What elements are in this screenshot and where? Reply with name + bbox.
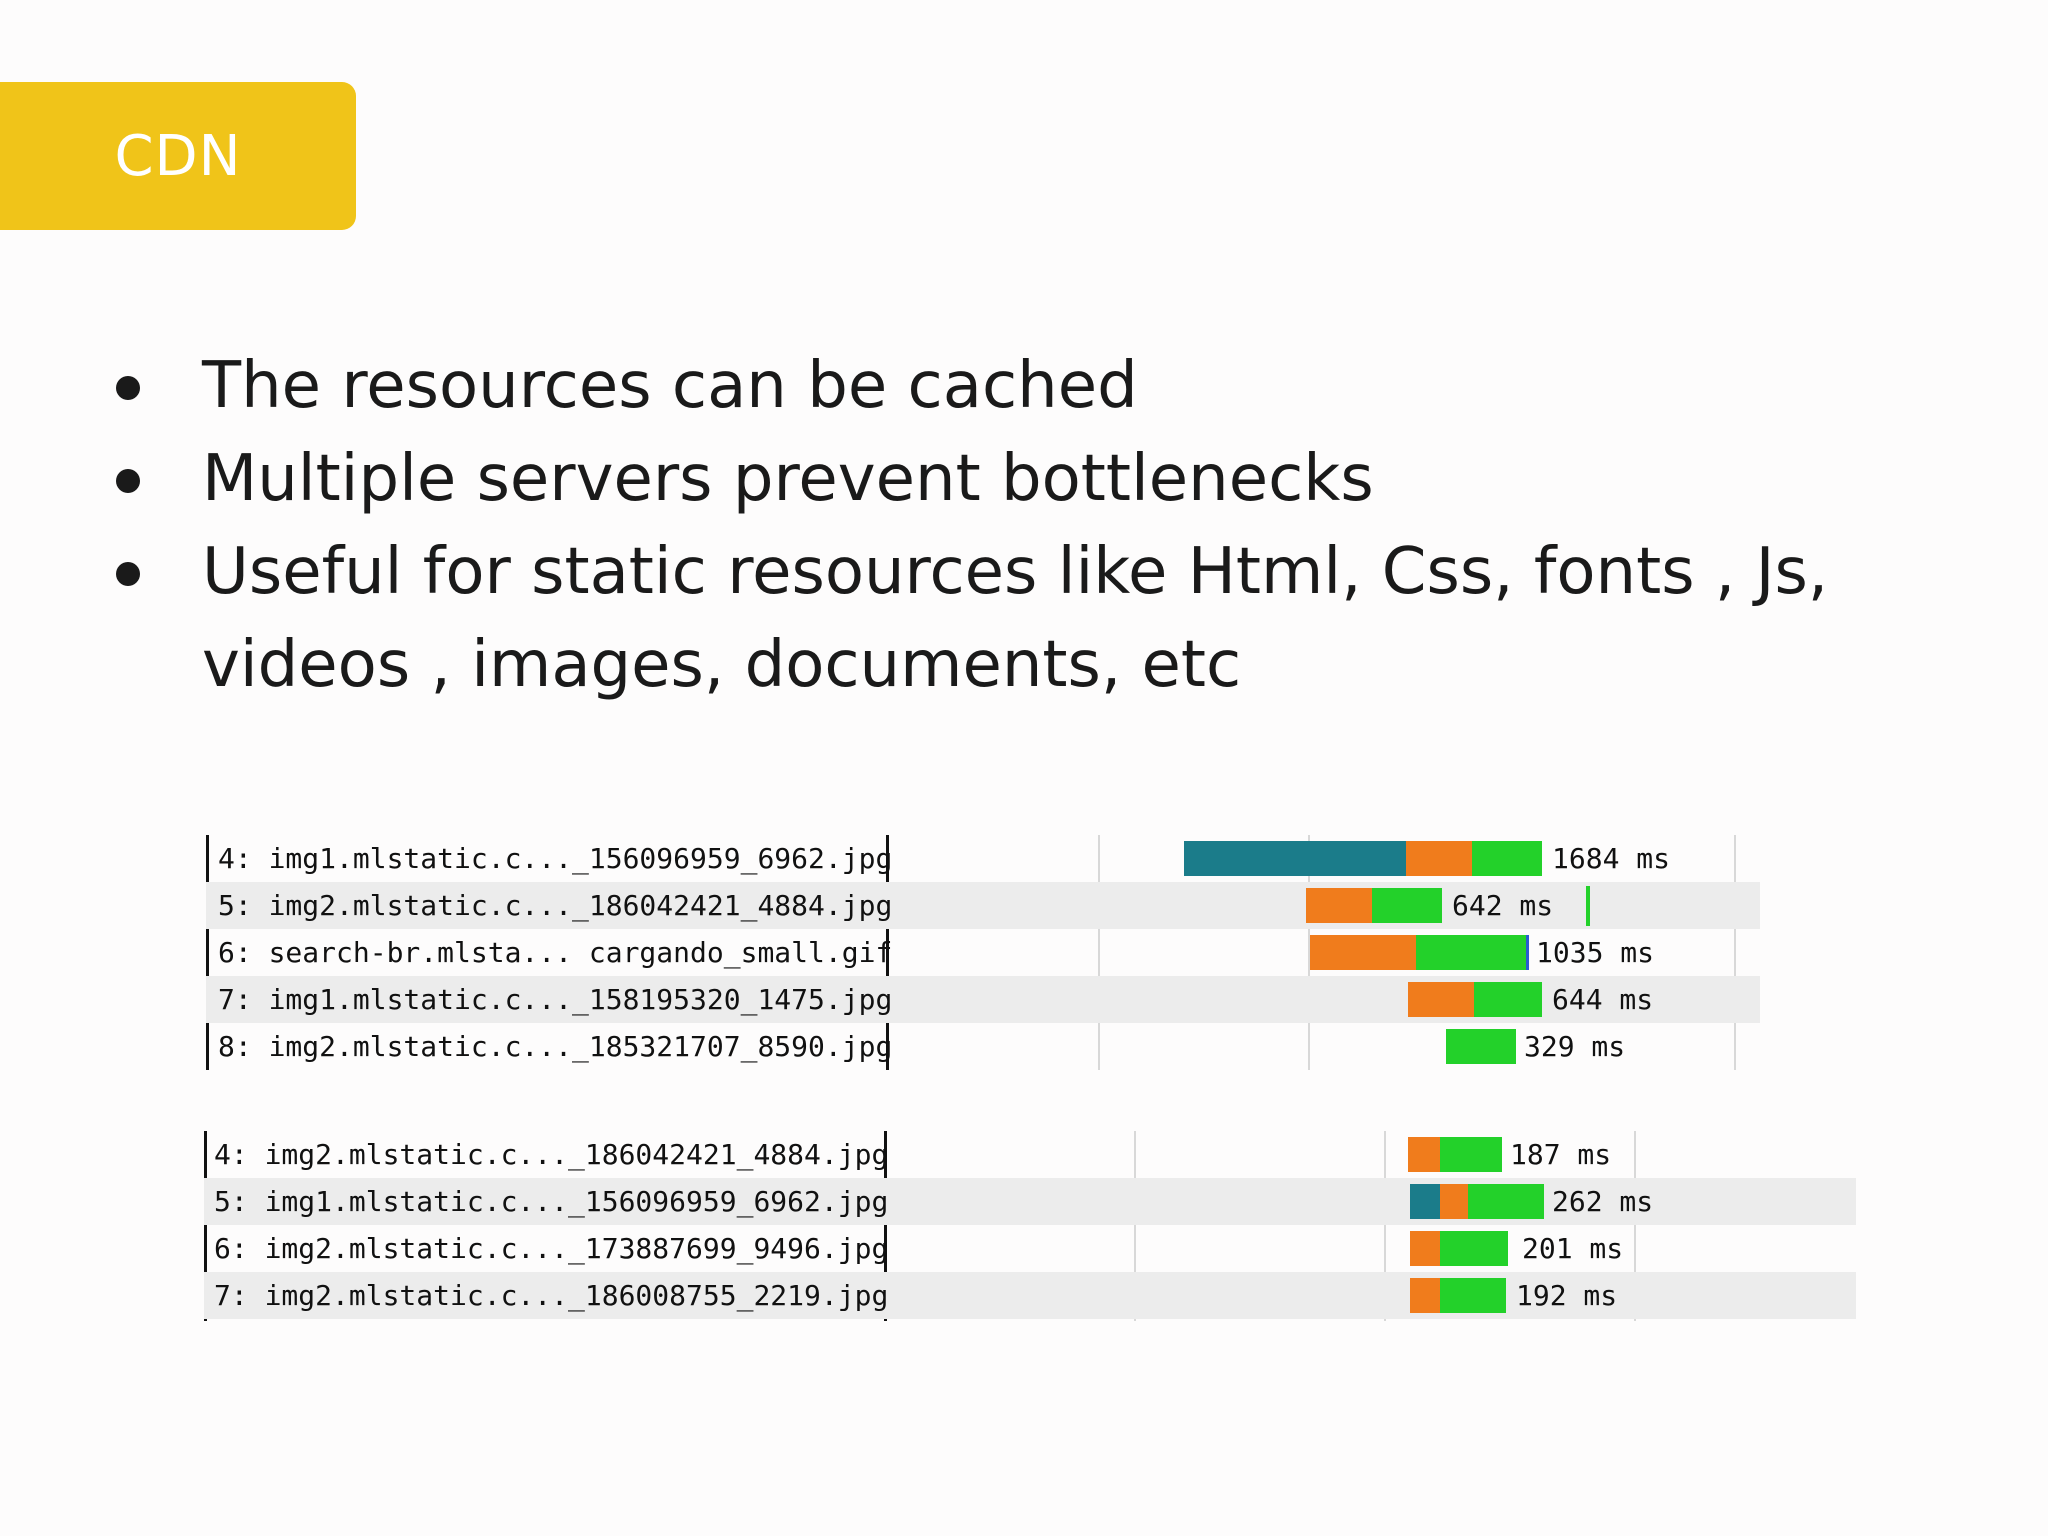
request-label: 4: img1.mlstatic.c..._156096959_6962.jpg [218,842,893,875]
bullet-item: The resources can be cached [110,340,1910,433]
request-label: 6: img2.mlstatic.c..._173887699_9496.jpg [214,1232,889,1265]
timing-bar-orange [1306,888,1372,923]
request-duration: 1035 ms [1536,936,1655,969]
request-label: 5: img1.mlstatic.c..._156096959_6962.jpg [214,1185,889,1218]
timing-bar-teal [1410,1184,1440,1219]
request-duration: 201 ms [1522,1232,1624,1265]
request-label: 4: img2.mlstatic.c..._186042421_4884.jpg [214,1138,889,1171]
timing-bar-teal [1184,841,1406,876]
timing-bar-orange [1410,1278,1440,1313]
waterfall-row: 7: img2.mlstatic.c..._186008755_2219.jpg… [204,1272,1856,1319]
timing-bar-orange [1410,1231,1440,1266]
timing-bar-orange [1440,1184,1468,1219]
timing-bar-green [1474,982,1542,1017]
request-label: 7: img2.mlstatic.c..._186008755_2219.jpg [214,1279,889,1312]
bullet-item: Useful for static resources like Html, C… [110,526,1910,619]
waterfall-row: 4: img2.mlstatic.c..._186042421_4884.jpg… [204,1131,1856,1178]
timing-bar-orange [1408,982,1474,1017]
waterfall-row: 5: img2.mlstatic.c..._186042421_4884.jpg… [206,882,1760,929]
waterfall-row: 6: img2.mlstatic.c..._173887699_9496.jpg… [204,1225,1856,1272]
timing-bar-green [1440,1137,1502,1172]
section-tag: CDN [0,82,356,230]
request-duration: 187 ms [1510,1138,1612,1171]
timing-bar-green [1446,1029,1516,1064]
timing-bar-green [1472,841,1542,876]
waterfall-row: 5: img1.mlstatic.c..._156096959_6962.jpg… [204,1178,1856,1225]
timing-bar-green [1372,888,1442,923]
request-label: 6: search-br.mlsta... cargando_small.gif [218,936,893,969]
request-duration: 644 ms [1552,983,1654,1016]
timing-bar-orange [1406,841,1472,876]
marker-line [1586,886,1590,926]
timing-bar-green [1416,935,1526,970]
waterfall-label-border [884,1131,887,1321]
waterfall-left-border [206,835,209,1070]
bullet-list: The resources can be cached Multiple ser… [110,340,1910,712]
timing-bar-green [1468,1184,1544,1219]
waterfall-before: 4: img1.mlstatic.c..._156096959_6962.jpg… [206,835,1766,1075]
timing-bar-green [1440,1231,1508,1266]
waterfall-row: 6: search-br.mlsta... cargando_small.gif… [206,929,1766,976]
bullet-item: Multiple servers prevent bottlenecks [110,433,1910,526]
waterfall-after: 4: img2.mlstatic.c..._186042421_4884.jpg… [204,1131,1856,1327]
request-duration: 642 ms [1452,889,1554,922]
waterfall-row: 4: img1.mlstatic.c..._156096959_6962.jpg… [206,835,1766,882]
request-duration: 1684 ms [1552,842,1671,875]
request-label: 7: img1.mlstatic.c..._158195320_1475.jpg [218,983,893,1016]
request-label: 5: img2.mlstatic.c..._186042421_4884.jpg [218,889,893,922]
waterfall-row: 8: img2.mlstatic.c..._185321707_8590.jpg… [206,1023,1766,1070]
waterfall-row: 7: img1.mlstatic.c..._158195320_1475.jpg… [206,976,1760,1023]
bullet-dot-icon [116,376,140,400]
waterfall-label-border [886,835,889,1070]
timing-bar-orange [1408,1137,1440,1172]
bullet-dot-icon [116,469,140,493]
section-tag-label: CDN [114,123,242,189]
request-duration: 262 ms [1552,1185,1654,1218]
bar-end-marker [1526,935,1529,970]
timing-bar-green [1440,1278,1506,1313]
timing-bar-orange [1310,935,1416,970]
bullet-item-continuation: videos , images, documents, etc [202,628,1242,702]
waterfall-left-border [204,1131,207,1321]
request-duration: 192 ms [1516,1279,1618,1312]
request-duration: 329 ms [1524,1030,1626,1063]
request-label: 8: img2.mlstatic.c..._185321707_8590.jpg [218,1030,893,1063]
bullet-dot-icon [116,562,140,586]
